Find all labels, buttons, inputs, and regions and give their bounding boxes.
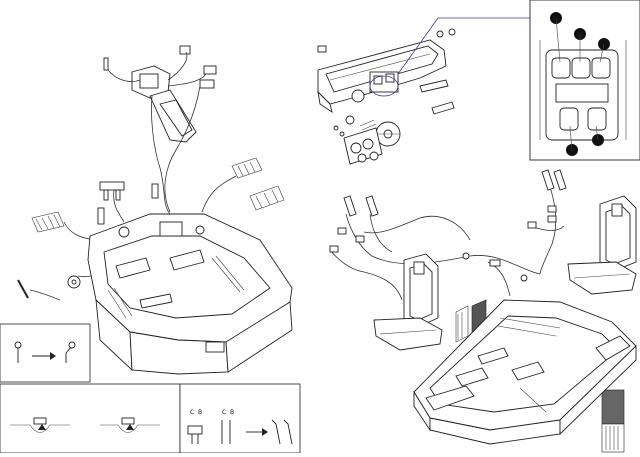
left-vent-grille xyxy=(31,211,65,233)
center-console-assembly xyxy=(131,45,217,143)
inset-panel-bolt-detail: C B C B xyxy=(179,383,301,454)
right-vent-grille xyxy=(231,157,263,179)
fuse-box-detail-inset xyxy=(529,0,640,161)
rear-vent-grille xyxy=(249,185,285,211)
inset-letter-b1: B xyxy=(198,409,202,416)
inset-letter-b2: B xyxy=(230,409,234,416)
floor-pan-left xyxy=(87,213,293,375)
inset-panel-pin-bend xyxy=(0,323,91,383)
inset-letter-c2: C xyxy=(222,409,226,416)
floor-pan-right xyxy=(413,299,637,445)
passenger-seat xyxy=(567,195,637,295)
inset-letter-c1: C xyxy=(190,409,194,416)
inset-panel-terminal-clips xyxy=(0,383,181,454)
carpet-pads xyxy=(455,299,625,453)
dashboard-assembly xyxy=(317,28,456,165)
inset-leader-line xyxy=(369,17,530,97)
right-connectors xyxy=(329,169,567,282)
driver-seat xyxy=(373,253,443,351)
right-wiring xyxy=(329,175,565,301)
